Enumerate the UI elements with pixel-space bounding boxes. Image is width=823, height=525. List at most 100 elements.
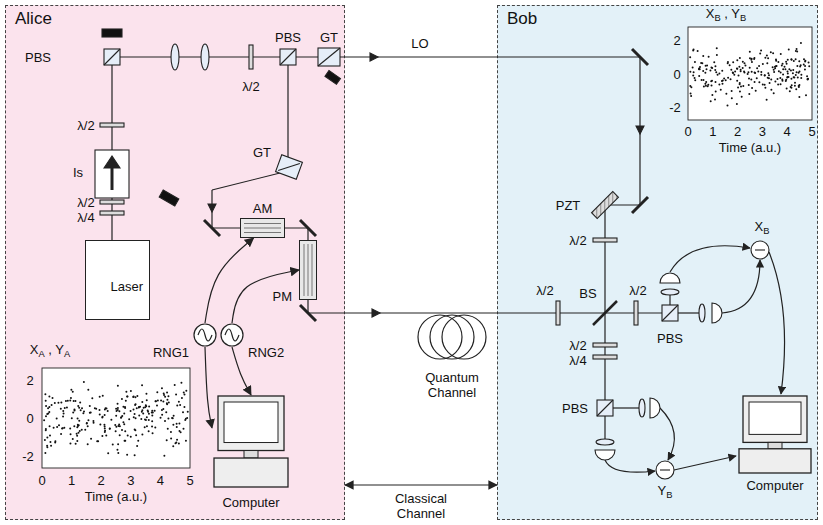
optic-circle [777, 83, 779, 85]
computer-icon [737, 395, 813, 475]
crystal-stripes [300, 241, 316, 299]
optic-circle [163, 394, 165, 396]
optic-circle [92, 420, 94, 422]
optic-circle [807, 78, 809, 80]
optic-rect [159, 190, 179, 206]
optic-circle [93, 422, 95, 424]
optic-circle [121, 429, 123, 431]
optic-circle [790, 87, 792, 89]
optic-circle [45, 400, 47, 402]
part-label: λ/2 [77, 195, 94, 210]
optic-circle [741, 96, 743, 98]
optic-circle [721, 83, 723, 85]
optic-circle [135, 417, 137, 419]
optic-circle [101, 417, 103, 419]
text-run: Alice [15, 9, 52, 28]
text-run: λ/4 [77, 210, 94, 225]
optic-circle [180, 382, 182, 384]
optic-circle [775, 65, 777, 67]
optic-circle [760, 49, 762, 51]
optic-circle [162, 401, 164, 403]
optic-circle [737, 87, 739, 89]
party-name: Bob [507, 11, 537, 26]
optic-circle [118, 410, 120, 412]
optic-circle [734, 71, 736, 73]
optic-circle [134, 404, 136, 406]
optic-circle [122, 421, 124, 423]
optic-circle [117, 409, 119, 411]
optic-circle [160, 417, 162, 419]
optic-circle [742, 85, 744, 87]
text-run: X [755, 219, 764, 234]
optic-circle [790, 78, 792, 80]
optic-g [42, 27, 812, 479]
optic-circle [751, 58, 753, 60]
optic-circle [795, 74, 797, 76]
text-run: BS [579, 286, 596, 301]
optic-circle [726, 105, 728, 107]
optic-circle [78, 407, 80, 409]
optic-circle [185, 390, 187, 392]
text-run: 0 [26, 411, 33, 426]
optic-circle [804, 60, 806, 62]
optic-line [104, 49, 120, 65]
optic-circle [174, 442, 176, 444]
optic-circle [738, 66, 740, 68]
optic-circle [72, 412, 74, 414]
optic-rect [593, 238, 617, 242]
optic-circle [798, 84, 800, 86]
optic-circle [711, 84, 713, 86]
optic-path [674, 456, 736, 470]
optic-circle [742, 67, 744, 69]
optic-ellipse [596, 439, 614, 445]
text-run: λ/2 [569, 338, 586, 353]
text-run: -2 [669, 100, 681, 115]
optic-line [307, 228, 308, 313]
optic-circle [790, 70, 792, 72]
optic-circle [141, 434, 143, 436]
signal-wire [232, 270, 299, 323]
optic-circle [779, 77, 781, 79]
optic-line [593, 301, 617, 325]
optic-circle [45, 415, 47, 417]
text-run: Bob [507, 9, 537, 28]
optic-line [278, 157, 300, 176]
text-run: Classical Channel [395, 491, 447, 521]
optic-line [212, 172, 284, 190]
optic-circle [132, 409, 134, 411]
signal-wire [205, 238, 254, 323]
optic-rect [102, 29, 122, 37]
text-run: Time (a.u.) [85, 489, 147, 504]
optic-circle [732, 61, 734, 63]
optic-circle [126, 395, 128, 397]
optic-circle [692, 66, 694, 68]
optic-circle [715, 90, 717, 92]
optic-circle [60, 433, 62, 435]
optic-circle [154, 410, 156, 412]
optic-circle [748, 77, 750, 79]
optic-circle [136, 407, 138, 409]
generator-symbol [220, 323, 244, 347]
modulator-box: AM [240, 218, 285, 238]
optic-rect [100, 211, 124, 215]
optic-circle [52, 397, 54, 399]
optic-rect [280, 49, 296, 65]
optic-polygon [636, 126, 644, 134]
optic-line [280, 49, 296, 65]
axis-tick: 0 [38, 473, 45, 488]
optic-circle [124, 430, 126, 432]
text-run: -2 [22, 449, 34, 464]
optic-circle [804, 60, 806, 62]
optic-circle [69, 427, 71, 429]
axis-tick: 2 [734, 124, 741, 139]
optic-circle [703, 79, 705, 81]
optic-circle [798, 85, 800, 87]
text-run: 0 [673, 67, 680, 82]
optic-circle [89, 405, 91, 407]
optic-circle [736, 59, 738, 61]
optic-circle [725, 79, 727, 81]
part-label: Is [73, 165, 83, 180]
optic-circle [73, 400, 75, 402]
optic-circle [716, 47, 718, 49]
optic-circle [148, 406, 150, 408]
